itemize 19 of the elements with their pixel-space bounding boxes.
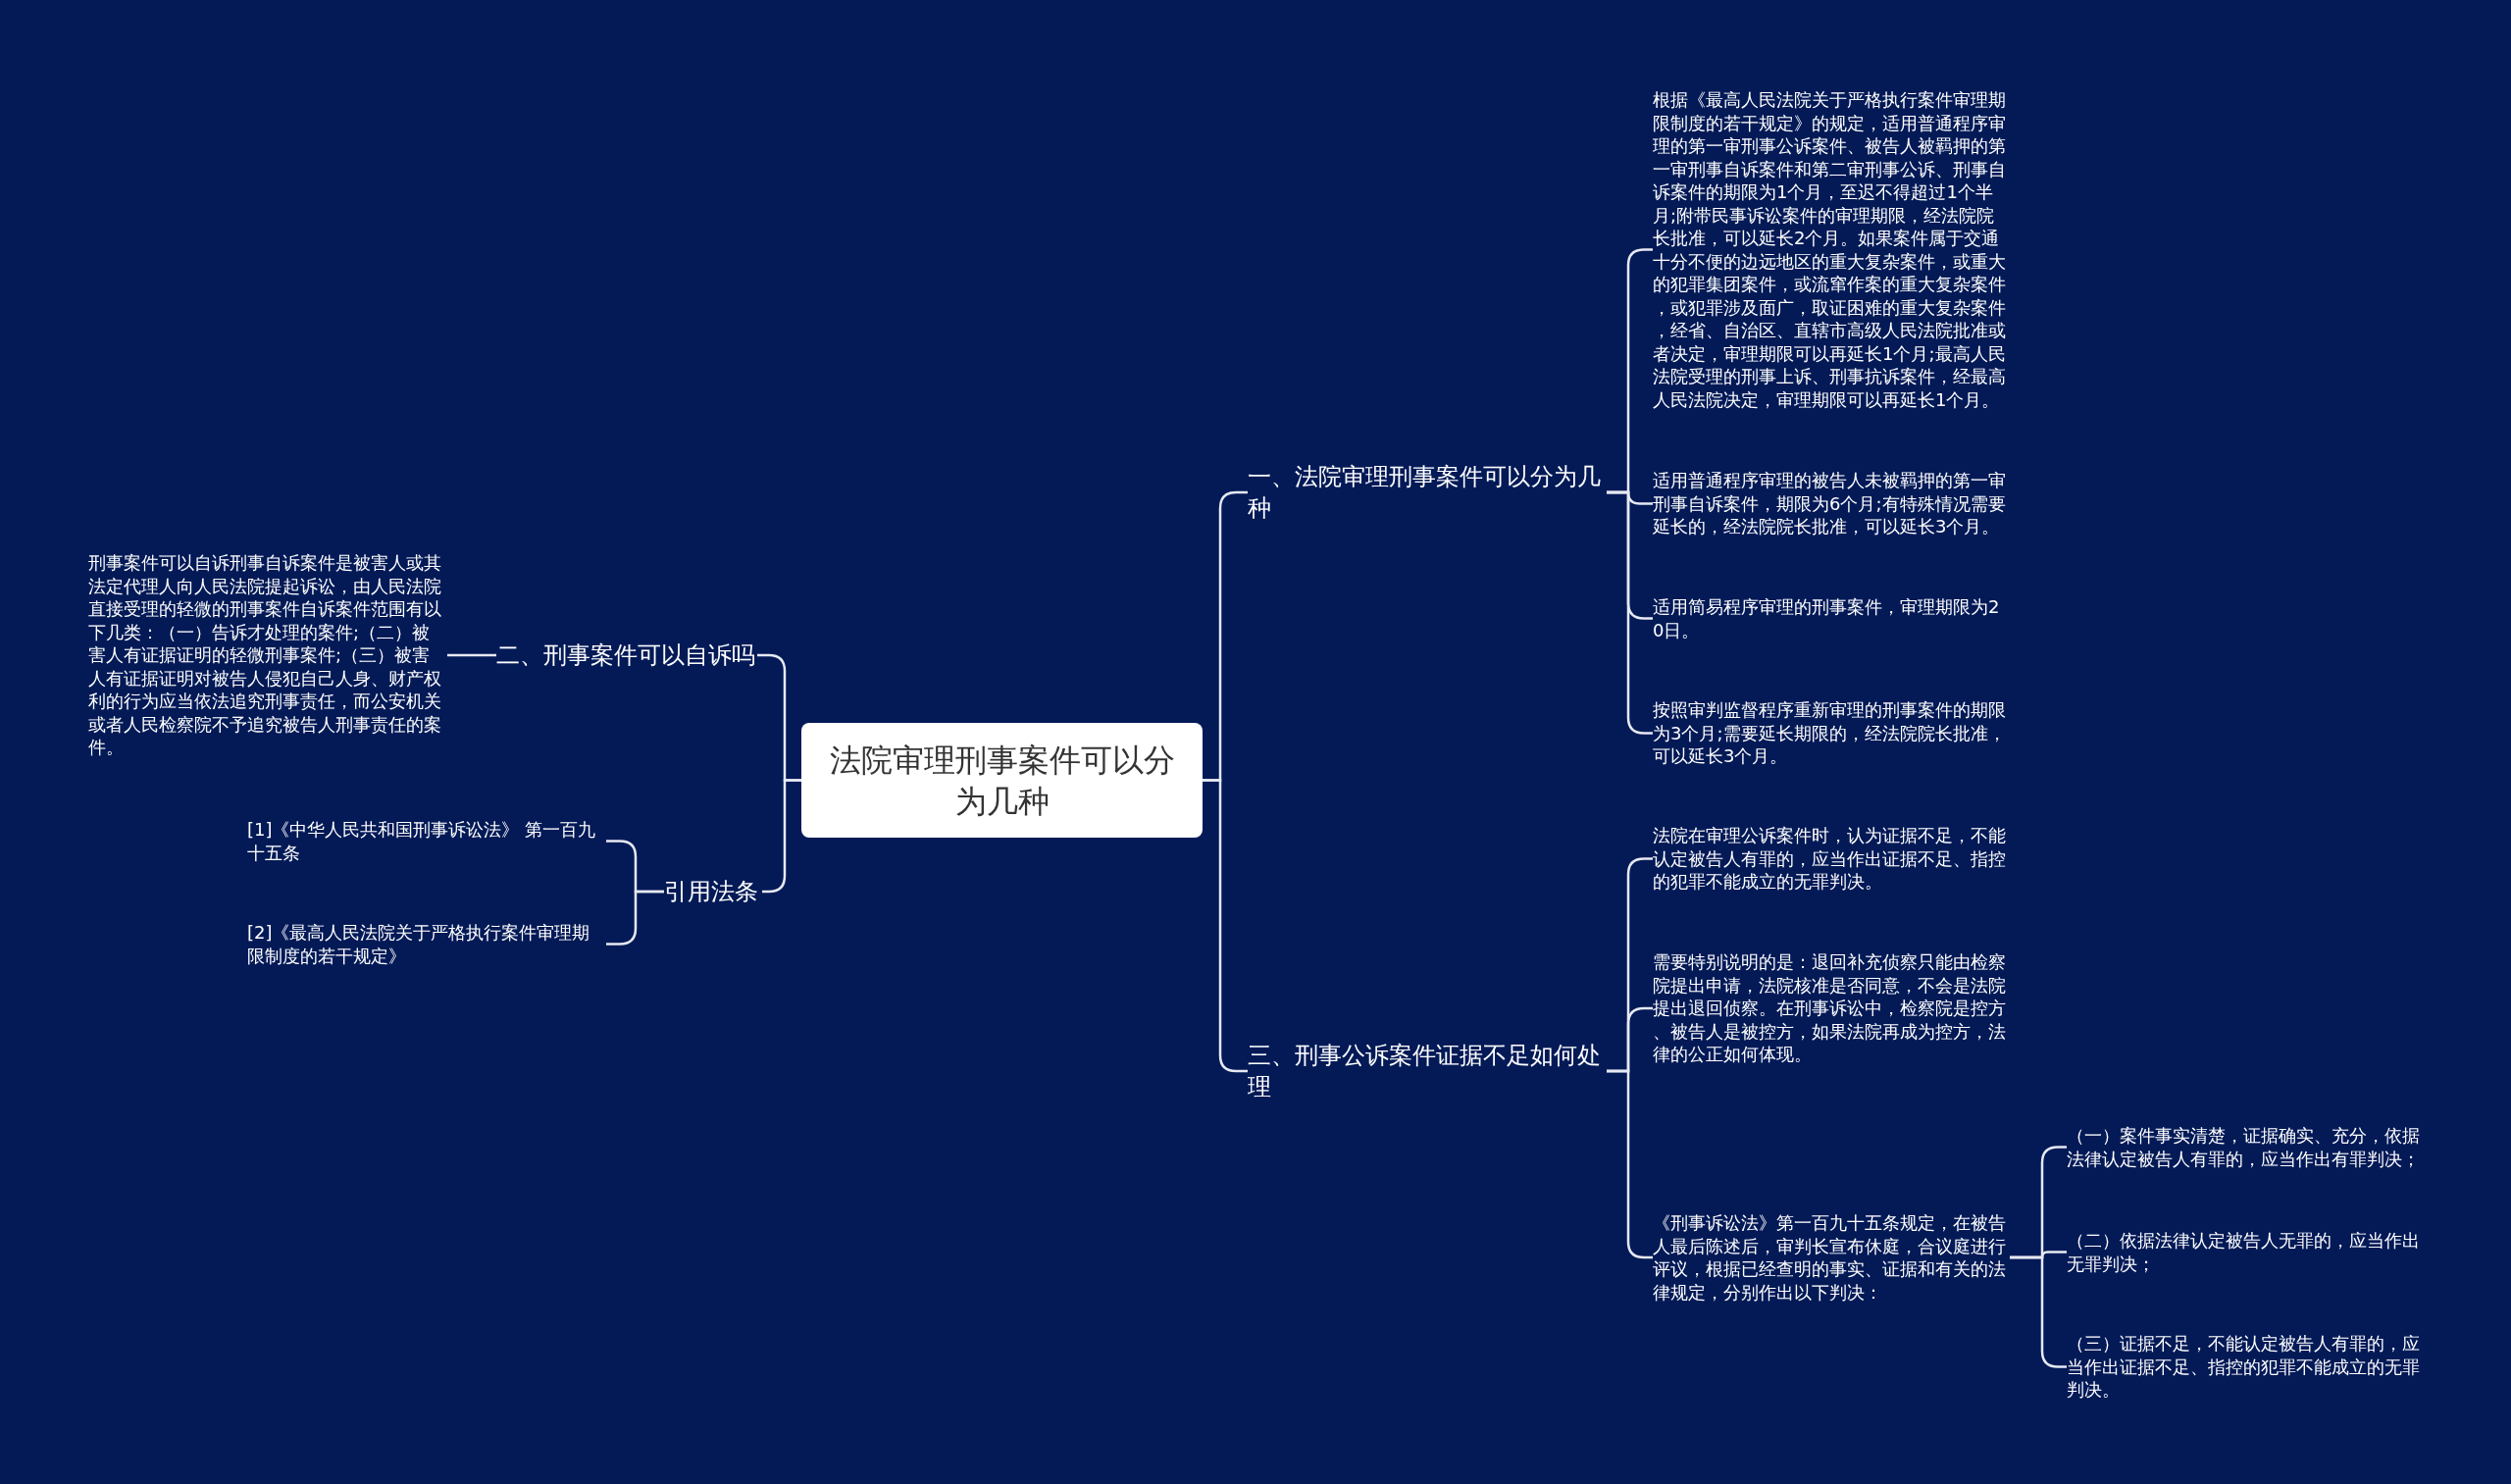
central-topic: 法院审理刑事案件可以分为几种: [801, 723, 1203, 838]
detail-text: 根据《最高人民法院关于严格执行案件审理期限制度的若干规定》的规定，适用普通程序审理的第一审刑事公诉案件、被告人被羁押的第一审刑事自诉案件和第二审刑事公诉、刑事自诉案件的期限为1个月，至迟不得超过1个半月;附带民事诉讼案件的审理期限，经法院院长批准，可以延长2个月。如果案件属于交通十分不便的边远地区的重大复杂案件，或重大的犯罪集团案件，或流窜作案的重大复杂案件，或犯罪涉及面广，取证困难的重大复杂案件，经省、自治区、直辖市高级人民法院批准或者决定，审理期限可以再延长1个月;最高人民法院受理的刑事上诉、刑事抗诉案件，经最高人民法院决定，审理期限可以再延长1个月。: [1653, 88, 2010, 411]
detail-text: [2]《最高人民法院关于严格执行案件审理期限制度的若干规定》: [247, 921, 606, 967]
detail-text: 《刑事诉讼法》第一百九十五条规定，在被告人最后陈述后，审判长宣布休庭，合议庭进行评议，根据已经查明的事实、证据和有关的法律规定，分别作出以下判决：: [1653, 1211, 2010, 1304]
connector-line: [447, 653, 496, 657]
detail-text: （二）依据法律认定被告人无罪的，应当作出无罪判决；: [2067, 1229, 2424, 1275]
detail-text: 适用简易程序审理的刑事案件，审理期限为20日。: [1653, 595, 2010, 641]
detail-text: 按照审判监督程序重新审理的刑事案件的期限为3个月;需要延长期限的，经法院院长批准，可以延长3个月。: [1653, 698, 2010, 768]
detail-text: 适用普通程序审理的被告人未被羁押的第一审刑事自诉案件，期限为6个月;有特殊情况需要延长的，经法院院长批准，可以延长3个月。: [1653, 469, 2010, 538]
branch-topic: 二、刑事案件可以自诉吗: [496, 640, 757, 671]
detail-text: 刑事案件可以自诉刑事自诉案件是被害人或其法定代理人向人民法院提起诉讼，由人民法院直接受理的轻微的刑事案件自诉案件范围有以下几类：（一）告诉才处理的案件;（二）被害人有证据证明的轻微刑事案件;（三）被害人有证据证明对被告人侵犯自己人身、财产权利的行为应当依法追究刑事责任，而公安机关或者人民检察院不予追究被告人刑事责任的案件。: [88, 551, 447, 759]
detail-text: （一）案件事实清楚，证据确实、充分，依据法律认定被告人有罪的，应当作出有罪判决；: [2067, 1124, 2424, 1170]
detail-text: [1]《中华人民共和国刑事诉讼法》 第一百九十五条: [247, 818, 606, 864]
detail-text: （三）证据不足，不能认定被告人有罪的，应当作出证据不足、指控的犯罪不能成立的无罪判决。: [2067, 1332, 2424, 1402]
branch-topic: 一、法院审理刑事案件可以分为几种: [1248, 461, 1607, 524]
branch-topic: 引用法条: [664, 876, 762, 907]
detail-text: 法院在审理公诉案件时，认为证据不足，不能认定被告人有罪的，应当作出证据不足、指控的犯罪不能成立的无罪判决。: [1653, 824, 2010, 894]
branch-topic: 三、刑事公诉案件证据不足如何处理: [1248, 1040, 1607, 1102]
detail-text: 需要特别说明的是：退回补充侦察只能由检察院提出申请，法院核准是否同意，不会是法院提出退回侦察。在刑事诉讼中，检察院是控方、被告人是被控方，如果法院再成为控方，法律的公正如何体现。: [1653, 950, 2010, 1066]
